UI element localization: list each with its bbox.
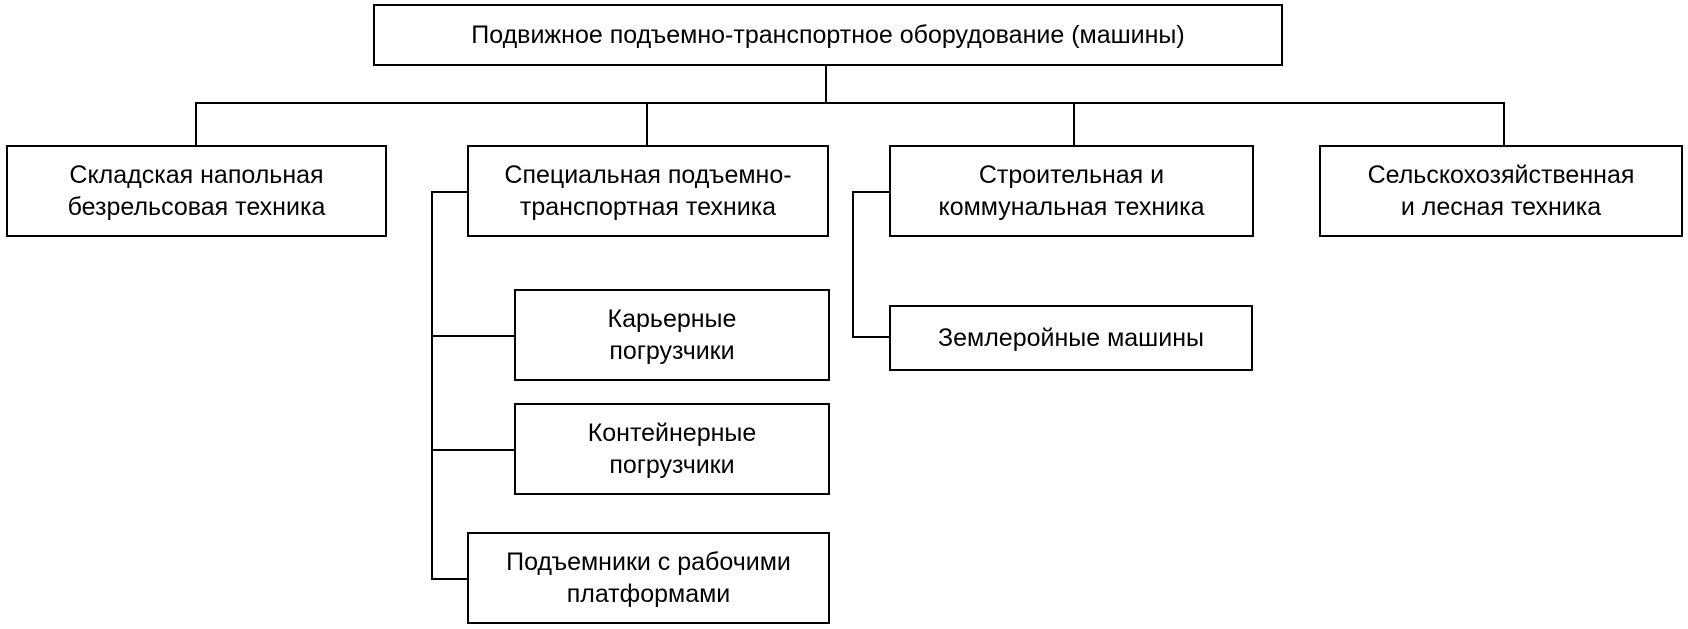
- label-line: и лесная техника: [1400, 193, 1602, 221]
- category-label-warehouse: Складская напольная безрельсовая техника: [68, 159, 326, 223]
- label-line: Сельскохозяйственная: [1367, 161, 1635, 189]
- connector-special-out: [431, 191, 468, 193]
- category-label-agriculture: Сельскохозяйственная и лесная техника: [1368, 159, 1635, 223]
- label-line: Карьерные: [607, 305, 737, 333]
- child-label-aerial-platforms: Подъемники с рабочими платформами: [506, 546, 791, 610]
- label-line: безрельсовая техника: [67, 193, 326, 221]
- connector-drop-4: [1503, 102, 1505, 145]
- category-node-construction: Строительная и коммунальная техника: [889, 145, 1254, 237]
- child-node-earthmoving: Землеройные машины: [889, 305, 1253, 371]
- label-line: транспортная техника: [519, 193, 777, 221]
- connector-special-child-2: [431, 449, 515, 451]
- category-node-warehouse: Складская напольная безрельсовая техника: [6, 145, 387, 237]
- label-line: Подъемники с рабочими: [506, 548, 791, 576]
- root-node-label: Подвижное подъемно-транспортное оборудов…: [471, 21, 1185, 49]
- child-node-quarry-loaders: Карьерные погрузчики: [514, 289, 830, 381]
- child-node-aerial-platforms: Подъемники с рабочими платформами: [467, 532, 830, 624]
- connector-root-down: [825, 65, 827, 103]
- category-label-special: Специальная подъемно-транспортная техник…: [504, 159, 791, 223]
- connector-special-trunk: [431, 191, 433, 579]
- label-line: коммунальная техника: [938, 193, 1205, 221]
- connector-drop-2: [646, 102, 648, 145]
- connector-drop-1: [195, 102, 197, 145]
- category-node-special: Специальная подъемно-транспортная техник…: [467, 145, 829, 237]
- label-line: платформами: [566, 580, 731, 608]
- connector-construction-trunk: [852, 191, 854, 338]
- label-line: Землеройные машины: [938, 324, 1204, 352]
- category-label-construction: Строительная и коммунальная техника: [939, 159, 1205, 223]
- label-line: погрузчики: [609, 451, 735, 479]
- root-node: Подвижное подъемно-транспортное оборудов…: [373, 4, 1283, 66]
- category-node-agriculture: Сельскохозяйственная и лесная техника: [1319, 145, 1683, 237]
- connector-special-child-1: [431, 335, 515, 337]
- child-label-container-loaders: Контейнерные погрузчики: [588, 417, 757, 481]
- label-line: Складская напольная: [69, 161, 324, 189]
- connector-special-child-3: [431, 578, 468, 580]
- connector-construction-child-1: [852, 336, 890, 338]
- child-label-earthmoving: Землеройные машины: [938, 322, 1204, 354]
- child-node-container-loaders: Контейнерные погрузчики: [514, 403, 830, 495]
- label-line: Контейнерные: [587, 419, 757, 447]
- label-line: погрузчики: [609, 337, 735, 365]
- label-line: Специальная подъемно-: [504, 161, 792, 189]
- label-line: Строительная и: [978, 161, 1165, 189]
- connector-drop-3: [1073, 102, 1075, 145]
- connector-construction-out: [852, 191, 890, 193]
- child-label-quarry-loaders: Карьерные погрузчики: [608, 303, 737, 367]
- connector-top-bar: [195, 102, 1505, 104]
